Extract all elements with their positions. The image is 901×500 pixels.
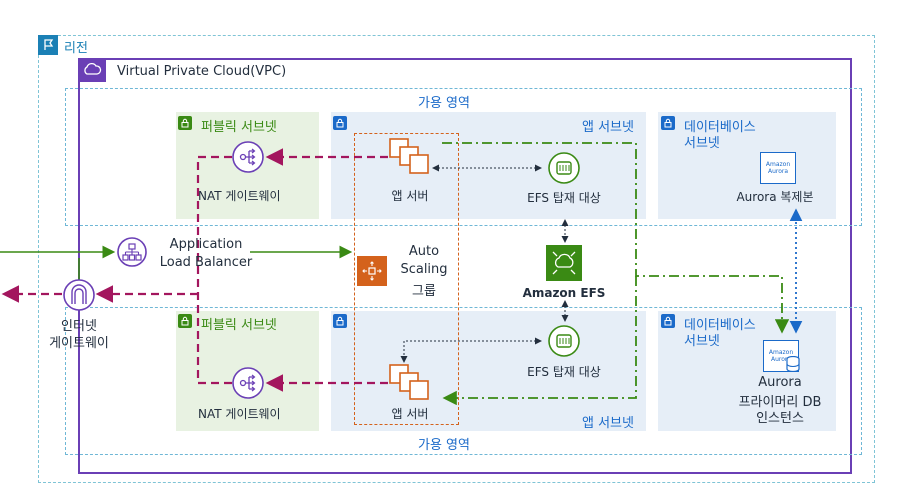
vpc-icon [78, 58, 106, 82]
aurora-primary-label-3: 인스턴스 [756, 411, 804, 426]
aurora-replica-icon: Amazon Aurora [760, 152, 796, 184]
load-balancer-icon [116, 236, 148, 272]
nat-gateway-icon [231, 366, 265, 404]
auto-scaling-icon [357, 256, 387, 286]
lock-icon [333, 116, 347, 130]
region-label: 리전 [64, 41, 88, 56]
db-subnet-top [658, 112, 836, 219]
aurora-badge-line1: Amazon [765, 161, 791, 168]
db-subnet-top-label-2: 서브넷 [684, 136, 720, 151]
aurora-badge-line1: Amazon [768, 349, 794, 356]
app-server-icon [388, 363, 434, 407]
asg-label-2: Scaling [400, 262, 448, 277]
az-bottom-box [65, 307, 862, 455]
az-bottom-label: 가용 영역 [418, 438, 470, 453]
amazon-efs-label: Amazon EFS [522, 286, 606, 300]
efs-mount-target-icon [546, 323, 582, 363]
alb-label-1: Application [169, 237, 243, 252]
az-top-label: 가용 영역 [418, 96, 470, 111]
alb-label-2: Load Balancer [159, 255, 253, 270]
igw-label-1: 인터넷 [61, 319, 97, 334]
db-subnet-top-label-1: 데이터베이스 [684, 120, 756, 135]
public-subnet-bottom-label: 퍼블릭 서브넷 [201, 318, 277, 333]
asg-label-1: Auto [408, 244, 440, 259]
aurora-primary-label-1: Aurora [758, 375, 802, 390]
lock-icon [333, 314, 347, 328]
aurora-replica-label: Aurora 복제본 [736, 190, 814, 204]
nat-bottom-label: NAT 게이트웨이 [198, 407, 281, 421]
app-server-top-label: 앱 서버 [391, 189, 429, 203]
az-top-box [65, 88, 862, 226]
nat-top-label: NAT 게이트웨이 [198, 189, 281, 203]
efs-mount-bottom-label: EFS 탑재 대상 [527, 365, 601, 379]
auto-scaling-group-box [354, 133, 459, 425]
igw-label-2: 게이트웨이 [49, 336, 109, 351]
asg-label-3: 그룹 [412, 284, 436, 299]
app-subnet-top-label: 앱 서브넷 [582, 120, 634, 135]
region-icon [38, 35, 58, 55]
db-subnet-bottom [658, 311, 836, 431]
public-subnet-top-label: 퍼블릭 서브넷 [201, 120, 277, 135]
db-subnet-bottom-label-2: 서브넷 [684, 334, 720, 349]
efs-mount-target-icon [546, 150, 582, 190]
db-subnet-bottom-label-1: 데이터베이스 [684, 318, 756, 333]
lock-icon [661, 116, 675, 130]
region-box [38, 35, 875, 483]
internet-gateway-icon [62, 278, 96, 316]
aurora-badge-line2: Aurora [770, 356, 792, 363]
amazon-efs-icon [546, 245, 582, 281]
app-subnet-bottom-label: 앱 서브넷 [582, 416, 634, 431]
efs-mount-top-label: EFS 탑재 대상 [527, 191, 601, 205]
app-subnet-bottom [331, 311, 646, 431]
lock-icon [661, 314, 675, 328]
app-server-icon [388, 137, 434, 181]
vpc-label: Virtual Private Cloud(VPC) [117, 64, 287, 79]
aurora-badge-line2: Aurora [767, 168, 789, 175]
database-icon [786, 355, 800, 376]
lock-icon [178, 314, 192, 328]
app-server-bottom-label: 앱 서버 [391, 407, 429, 421]
aurora-primary-label-2: 프라이머리 DB [738, 395, 822, 410]
lock-icon [178, 116, 192, 130]
nat-gateway-icon [231, 140, 265, 178]
